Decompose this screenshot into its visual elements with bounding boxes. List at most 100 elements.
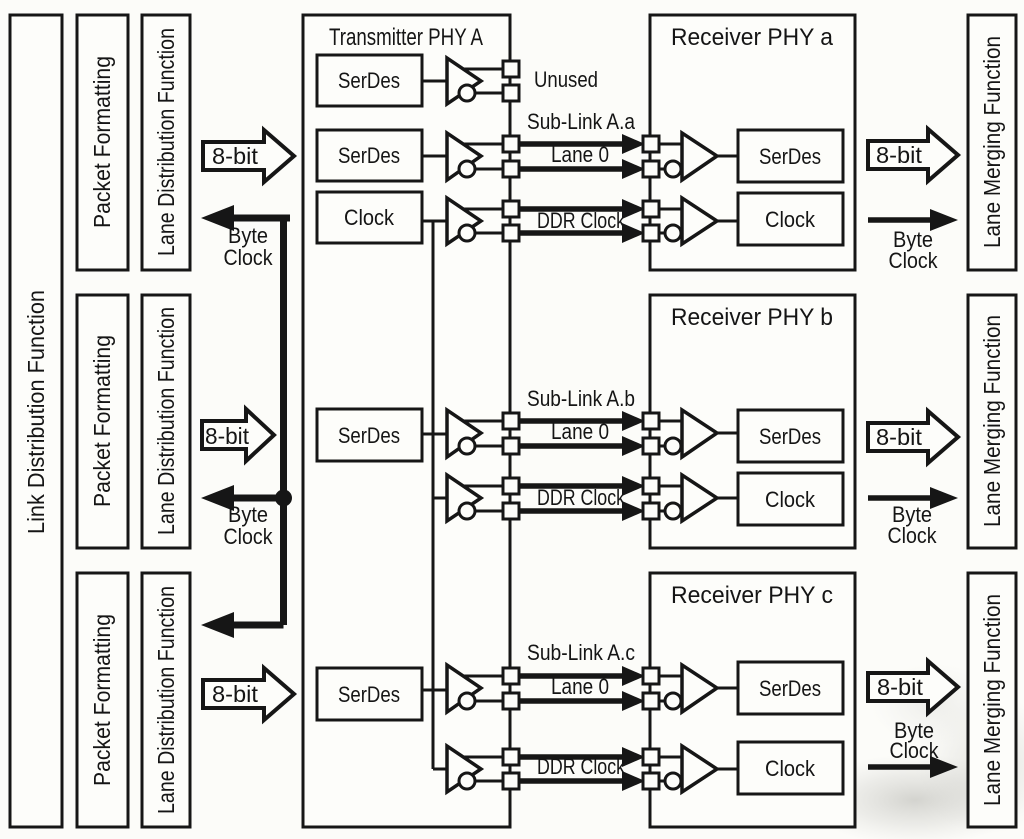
right-block-arrow-icon (201, 125, 298, 187)
rx-buffer-lane-c-icon (658, 661, 738, 716)
right-arrowhead-icon (622, 747, 645, 767)
rx-b-serdes-box (736, 408, 845, 464)
tx-serdes-unused-box (315, 53, 424, 108)
receiver-c-title: Receiver PHY c (671, 582, 833, 609)
rx-buffer-clock-c-icon (658, 742, 738, 796)
sublink-a-lines (519, 134, 645, 243)
pad-icon (641, 666, 661, 686)
rx-buffer-clock-b-icon (658, 471, 738, 525)
eight-bit-label: 8-bit (212, 143, 259, 169)
packet-formatting-label-3: Packet Formatting (89, 614, 115, 786)
left-arrowhead-icon (201, 205, 234, 231)
rx-buffer-clock-a-icon (658, 194, 738, 248)
tx-serdes-a-label: SerDes (338, 143, 400, 168)
lane-merging-function-label-2: Lane Merging Function (979, 315, 1005, 527)
rx-8bit-arrow-b: 8-bit (866, 406, 962, 468)
rx-c-clock-box (736, 740, 845, 796)
pad-icon (501, 134, 521, 154)
pad-icon (641, 501, 661, 521)
rx-a-clock-box (736, 191, 845, 247)
left-column: Link Distribution Function Packet Format… (8, 13, 192, 829)
transmitter-title: Transmitter PHY A (329, 24, 483, 51)
eight-bit-label: 8-bit (877, 674, 924, 700)
right-arrowhead-icon (622, 199, 645, 219)
pad-icon (501, 501, 521, 521)
rx-b-serdes-label: SerDes (759, 424, 821, 449)
right-arrowhead-icon (622, 476, 645, 496)
ddr-clock-b-label: DDR Clock (537, 485, 626, 510)
tx-8bit-arrow-2: 8-bit (200, 404, 277, 466)
pad-icon (501, 59, 521, 79)
pad-icon (501, 223, 521, 243)
lane-merging-function-box-2 (966, 293, 1018, 550)
right-block-arrow-icon (866, 406, 962, 468)
right-block-arrow-icon (866, 124, 962, 186)
pad-icon (641, 747, 661, 767)
rx-b-clock-box (736, 471, 845, 527)
right-arrowhead-icon (622, 771, 645, 791)
lane-merging-function-label-1: Lane Merging Function (979, 36, 1005, 248)
tx-driver-lane-c-icon (445, 661, 503, 716)
tx-driver-unused-icon (445, 54, 503, 108)
right-arrowhead-icon (622, 159, 645, 179)
rx-a-serdes-label: SerDes (759, 144, 821, 169)
tx-clock-box (315, 190, 424, 245)
rx-a-serdes-box (736, 128, 845, 184)
pad-icon (641, 199, 661, 219)
right-arrowhead-icon (930, 756, 958, 778)
receiver-phy-a: Receiver PHY a SerDes Clock (648, 13, 857, 272)
pad-icon (501, 83, 521, 103)
pad-icon (501, 747, 521, 767)
pad-icon (641, 771, 661, 791)
eight-bit-label: 8-bit (876, 142, 923, 168)
right-column: Lane Merging Function Lane Merging Funct… (966, 13, 1018, 829)
lane-distribution-function-label-3: Lane Distribution Function (153, 586, 179, 814)
byte-clock-label-line2: Clock (889, 248, 939, 273)
byte-clock-label-line2: Clock (224, 524, 274, 549)
pad-icon (641, 223, 661, 243)
transmitter-phy-a: Transmitter PHY A SerDes SerDes Clock Se… (301, 13, 512, 829)
link-distribution-function-box (8, 13, 64, 829)
rx-8bit-arrow-c: 8-bit (866, 656, 962, 718)
rx-byte-clock-arrow-b: Byte Clock (868, 487, 958, 548)
packet-formatting-box-2 (75, 293, 130, 550)
byte-clock-label-line1: Byte (228, 502, 268, 527)
right-arrowhead-icon (622, 666, 645, 686)
tx-pads (501, 59, 521, 791)
sublink-b-label: Sub-Link A.b (527, 386, 635, 411)
ddr-clock-c-label: DDR Clock (537, 754, 626, 779)
lane-distribution-function-box-1 (140, 13, 192, 272)
pad-icon (641, 691, 661, 711)
lane-distribution-function-label-1: Lane Distribution Function (153, 28, 179, 256)
byte-clock-label-line2: Clock (224, 245, 274, 270)
right-arrowhead-icon (622, 134, 645, 154)
right-block-arrow-icon (200, 404, 277, 466)
tx-8bit-arrow-3: 8-bit (201, 663, 298, 725)
tx-serdes-unused-label: SerDes (338, 68, 400, 93)
tx-serdes-b-box (315, 407, 424, 463)
byte-clock-label-line1: Byte (228, 223, 268, 248)
pad-icon (641, 436, 661, 456)
tx-serdes-c-box (315, 666, 424, 722)
sublink-c-label: Sub-Link A.c (527, 640, 635, 665)
tx-clock-label: Clock (344, 205, 395, 230)
rx-c-serdes-box (736, 660, 845, 716)
lane-merging-function-label-3: Lane Merging Function (979, 594, 1005, 806)
link-distribution-function-label: Link Distribution Function (23, 290, 49, 534)
eight-bit-label: 8-bit (876, 424, 923, 450)
receiver-b-title: Receiver PHY b (671, 304, 833, 331)
pad-icon (501, 436, 521, 456)
lane-distribution-function-box-2 (140, 293, 192, 550)
eight-bit-label: 8-bit (212, 681, 259, 707)
receiver-phy-b: Receiver PHY b SerDes Clock (648, 293, 857, 550)
lane0-b-label: Lane 0 (551, 419, 609, 444)
byte-clock-label-line2: Clock (888, 523, 938, 548)
left-arrowhead-icon (201, 612, 234, 638)
eight-bit-label: 8-bit (205, 423, 250, 449)
lane-merging-function-box-1 (966, 13, 1018, 272)
pad-icon (501, 691, 521, 711)
tx-serdes-b-label: SerDes (338, 423, 400, 448)
rx-pads (641, 134, 661, 791)
